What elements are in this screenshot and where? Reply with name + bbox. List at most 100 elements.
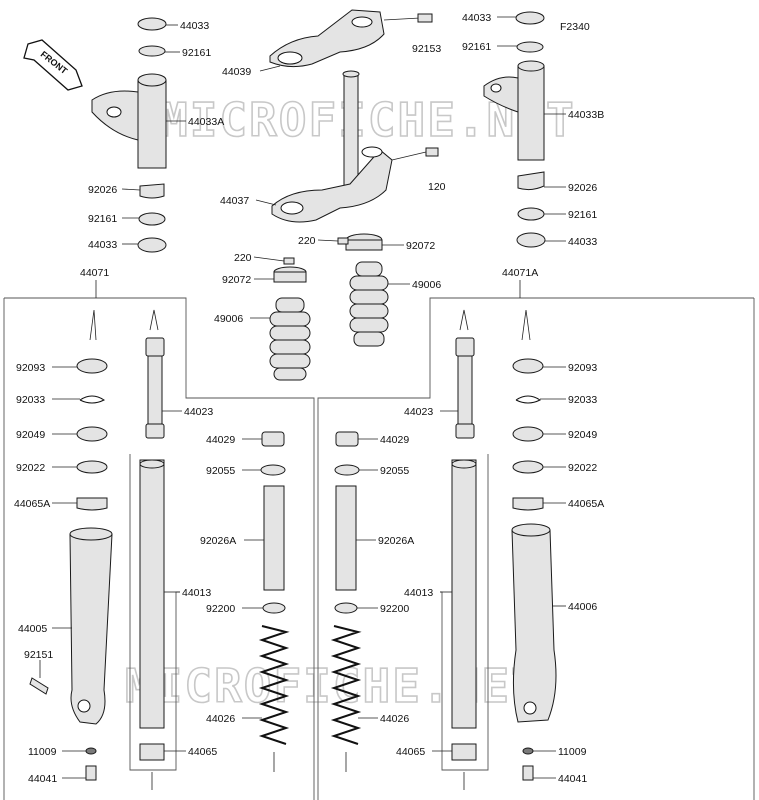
leader-lines <box>39 16 566 779</box>
washer-92200-right <box>334 602 358 614</box>
part-labels: 44033 92161 44033A 92026 92161 44033 440… <box>14 12 604 785</box>
label-92093-left: 92093 <box>16 362 45 374</box>
cap-44029-right <box>335 431 359 447</box>
bolt-44041-left <box>85 765 97 781</box>
seal-44033-top-left <box>137 17 167 31</box>
diagram-code: F2340 <box>560 21 590 33</box>
bolt-92153 <box>417 13 433 23</box>
bolt-44041-right <box>522 765 534 781</box>
label-44026-left: 44026 <box>206 713 235 725</box>
label-44065A-right: 44065A <box>568 498 604 510</box>
label-44037: 44037 <box>220 195 249 207</box>
spring-44026-right <box>330 625 362 772</box>
label-44033-top-left: 44033 <box>180 20 209 32</box>
seal-92093-left <box>76 358 108 374</box>
label-92026-right: 92026 <box>568 182 597 194</box>
label-11009-right: 11009 <box>558 746 587 758</box>
front-arrow-icon: FRONT <box>23 39 83 91</box>
label-44041-left: 44041 <box>28 773 57 785</box>
label-44033-top-right: 44033 <box>462 12 491 24</box>
label-92161-top-right: 92161 <box>462 41 491 53</box>
label-44033-left: 44033 <box>88 239 117 251</box>
label-92033-right: 92033 <box>568 394 597 406</box>
cap-92026-left <box>139 183 165 199</box>
label-44033A: 44033A <box>188 116 224 128</box>
bushing-44065-right <box>451 743 477 761</box>
label-44023-left: 44023 <box>184 406 213 418</box>
boot-49006-left <box>269 297 311 381</box>
left-assembly-box <box>4 297 315 800</box>
inner-tube-44013-right <box>451 459 477 729</box>
clip-92033-right <box>515 395 541 404</box>
ring-92161-left <box>138 212 166 226</box>
clip-92033-left <box>79 395 105 404</box>
label-220-b: 220 <box>298 235 316 247</box>
left-internals <box>139 309 290 790</box>
screw-220-a <box>283 257 295 265</box>
bolt-92151 <box>29 677 49 695</box>
bolt-120 <box>425 147 439 157</box>
label-49006-b: 49006 <box>412 279 441 291</box>
right-internals <box>330 309 477 790</box>
washer-92200-left <box>262 602 286 614</box>
label-92072-a: 92072 <box>222 274 251 286</box>
label-92200-left: 92200 <box>206 603 235 615</box>
label-92026A-right: 92026A <box>378 535 414 547</box>
spacer-92026A-right <box>335 485 357 591</box>
label-92055-right: 92055 <box>380 465 409 477</box>
label-44006: 44006 <box>568 601 597 613</box>
triple-clamp-assembly <box>269 9 439 223</box>
label-44033-right: 44033 <box>568 236 597 248</box>
label-92033-left: 92033 <box>16 394 45 406</box>
label-44013-left: 44013 <box>182 587 211 599</box>
label-44071: 44071 <box>80 267 109 279</box>
label-44013-right: 44013 <box>404 587 433 599</box>
label-92151: 92151 <box>24 649 53 661</box>
ring-92055-left <box>260 464 286 476</box>
tube-44033B <box>517 65 545 161</box>
seal-92093-right <box>512 358 544 374</box>
label-92161-right: 92161 <box>568 209 597 221</box>
label-92022-left: 92022 <box>16 462 45 474</box>
screw-220-b <box>337 237 349 245</box>
label-220-a: 220 <box>234 252 252 264</box>
right-assembly-box <box>317 297 754 800</box>
right-seal-stack <box>511 309 557 781</box>
left-seal-stack <box>29 309 113 781</box>
cap-92026-right <box>517 171 545 191</box>
bushing-44065A-left <box>76 497 108 511</box>
label-92049-left: 92049 <box>16 429 45 441</box>
ring-92055-right <box>334 464 360 476</box>
label-44029-left: 44029 <box>206 434 235 446</box>
label-44071A: 44071A <box>502 267 538 279</box>
label-92026A-left: 92026A <box>200 535 236 547</box>
label-92161-top-left: 92161 <box>182 47 211 59</box>
watermark-bottom: MICROFICHE.NET <box>125 659 541 713</box>
washer-11009-right <box>522 747 534 755</box>
seal-92049-left <box>76 426 108 442</box>
label-44065-right: 44065 <box>396 746 425 758</box>
label-44026-right: 44026 <box>380 713 409 725</box>
spacer-92026A-left <box>263 485 285 591</box>
lower-clamp-44037 <box>271 149 393 223</box>
label-92022-right: 92022 <box>568 462 597 474</box>
label-44005: 44005 <box>18 623 47 635</box>
inner-tube-44013-left <box>139 459 165 729</box>
label-44041-right: 44041 <box>558 773 587 785</box>
label-44023-right: 44023 <box>404 406 433 418</box>
boot-49006-right <box>349 261 389 347</box>
dust-boots <box>269 233 389 381</box>
spring-44026-left <box>258 625 290 772</box>
tube-44033A <box>137 79 167 169</box>
label-92049-right: 92049 <box>568 429 597 441</box>
bushing-44065-left <box>139 743 165 761</box>
label-92093-right: 92093 <box>568 362 597 374</box>
label-44065A-left: 44065A <box>14 498 50 510</box>
washer-92022-left <box>76 460 108 474</box>
label-11009-left: 11009 <box>28 746 57 758</box>
label-92026-left: 92026 <box>88 184 117 196</box>
washer-11009-left <box>85 747 97 755</box>
ring-92161-right <box>517 207 545 221</box>
left-upper-parts <box>91 17 167 253</box>
washer-92022-right <box>512 460 544 474</box>
